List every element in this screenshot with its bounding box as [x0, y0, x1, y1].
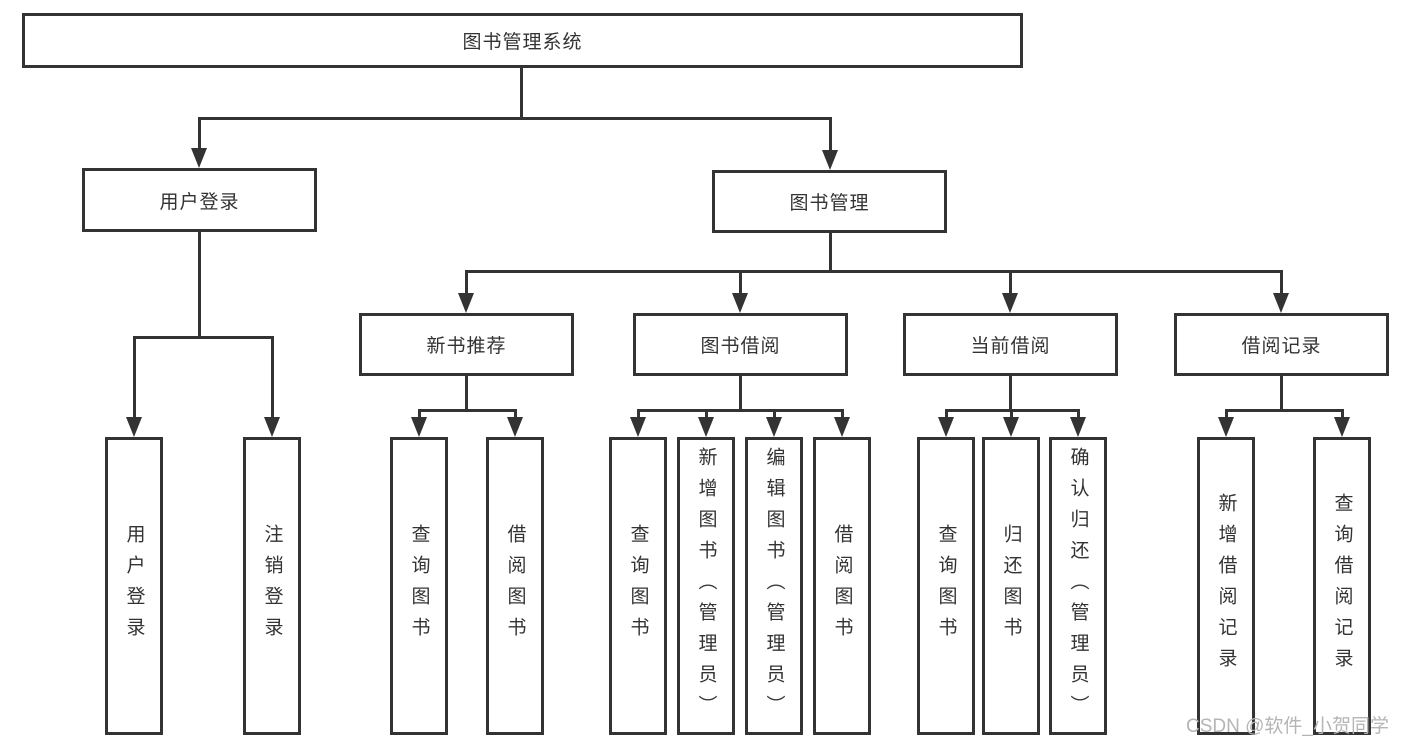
- arrow-nbr-query-shaft: [418, 409, 421, 421]
- arrow-leaf-logout-shaft: [271, 336, 274, 421]
- arrow-bb-borrow-head: [834, 417, 850, 437]
- leaf-nbr-borrow-books: 借阅图书: [486, 437, 544, 735]
- arrow-cb-return-shaft: [1010, 409, 1013, 421]
- connector-book-borrowing-hline: [637, 409, 844, 412]
- node-new-book-recommend: 新书推荐: [359, 313, 574, 376]
- arrow-nbr-borrow-shaft: [514, 409, 517, 421]
- node-borrowing-records-label: 借阅记录: [1241, 336, 1322, 357]
- arrow-br-query-head: [1334, 417, 1350, 437]
- connector-new-book-recommend-vline: [465, 376, 468, 412]
- connector-user-login-vline: [198, 232, 201, 339]
- arrow-cb-query-head: [938, 417, 954, 437]
- arrow-book-borrowing-head: [732, 293, 748, 313]
- leaf-bb-add-books-label: 新增图书（管理员）: [695, 446, 717, 726]
- arrow-book-borrowing-shaft: [739, 270, 742, 297]
- connector-user-login-hline: [133, 336, 274, 339]
- arrow-new-book-recommend-shaft: [465, 270, 468, 297]
- arrow-cb-query-shaft: [945, 409, 948, 421]
- node-borrowing-records: 借阅记录: [1174, 313, 1389, 376]
- node-root-label: 图书管理系统: [462, 32, 583, 53]
- leaf-bb-borrow-books: 借阅图书: [813, 437, 871, 735]
- arrow-user-login-shaft: [198, 117, 201, 152]
- leaf-bb-edit-books: 编辑图书（管理员）: [745, 437, 803, 735]
- connector-new-book-recommend-hline: [418, 409, 517, 412]
- connector-borrowing-records-hline: [1225, 409, 1344, 412]
- leaf-br-add-record-label: 新增借阅记录: [1215, 493, 1237, 679]
- connector-level2-hline: [198, 117, 832, 120]
- node-current-borrowing: 当前借阅: [903, 313, 1118, 376]
- leaf-br-query-record-label: 查询借阅记录: [1331, 493, 1353, 679]
- node-book-borrowing-label: 图书借阅: [700, 336, 781, 357]
- leaf-cb-return-books: 归还图书: [982, 437, 1040, 735]
- arrow-bb-edit-head: [766, 417, 782, 437]
- arrow-borrowing-records-shaft: [1280, 270, 1283, 297]
- leaf-user-login: 用户登录: [105, 437, 163, 735]
- leaf-cb-confirm-return: 确认归还（管理员）: [1049, 437, 1107, 735]
- node-user-login-label: 用户登录: [159, 191, 240, 213]
- arrow-current-borrowing-shaft: [1009, 270, 1012, 297]
- arrow-nbr-query-head: [411, 417, 427, 437]
- leaf-cb-confirm-return-label: 确认归还（管理员）: [1067, 446, 1089, 726]
- arrow-leaf-user-login-shaft: [133, 336, 136, 421]
- arrow-br-add-head: [1218, 417, 1234, 437]
- leaf-bb-query-books-label: 查询图书: [627, 524, 649, 648]
- arrow-cb-confirm-shaft: [1077, 409, 1080, 421]
- leaf-cb-query-books-label: 查询图书: [935, 524, 957, 648]
- arrow-current-borrowing-head: [1002, 293, 1018, 313]
- arrow-leaf-logout-head: [264, 417, 280, 437]
- csdn-watermark: CSDN @软件_小贺同学: [1186, 716, 1389, 737]
- node-root: 图书管理系统: [22, 13, 1023, 68]
- arrow-bb-query-shaft: [637, 409, 640, 421]
- connector-level3-hline: [465, 270, 1283, 273]
- arrow-bb-borrow-shaft: [841, 409, 844, 421]
- node-book-borrowing: 图书借阅: [633, 313, 848, 376]
- leaf-nbr-borrow-books-label: 借阅图书: [504, 524, 526, 648]
- leaf-nbr-query-books: 查询图书: [390, 437, 448, 735]
- leaf-bb-query-books: 查询图书: [609, 437, 667, 735]
- arrow-user-login-head: [191, 148, 207, 168]
- connector-borrowing-records-vline: [1280, 376, 1283, 412]
- leaf-bb-edit-books-label: 编辑图书（管理员）: [763, 446, 785, 726]
- arrow-nbr-borrow-head: [507, 417, 523, 437]
- arrow-cb-return-head: [1003, 417, 1019, 437]
- arrow-bb-query-head: [630, 417, 646, 437]
- arrow-bb-edit-shaft: [773, 409, 776, 421]
- arrow-book-management-head: [822, 150, 838, 170]
- arrow-leaf-user-login-head: [126, 417, 142, 437]
- connector-book-borrowing-vline: [739, 376, 742, 412]
- connector-book-management-vline: [829, 233, 832, 273]
- node-user-login: 用户登录: [82, 168, 317, 232]
- arrow-br-add-shaft: [1225, 409, 1228, 421]
- arrow-book-management-shaft: [829, 117, 832, 154]
- leaf-logout-label: 注销登录: [261, 524, 283, 648]
- arrow-bb-add-shaft: [705, 409, 708, 421]
- arrow-new-book-recommend-head: [458, 293, 474, 313]
- arrow-br-query-shaft: [1341, 409, 1344, 421]
- arrow-bb-add-head: [698, 417, 714, 437]
- leaf-br-query-record: 查询借阅记录: [1313, 437, 1371, 735]
- leaf-nbr-query-books-label: 查询图书: [408, 524, 430, 648]
- leaf-user-login-label: 用户登录: [123, 524, 145, 648]
- leaf-cb-return-books-label: 归还图书: [1000, 524, 1022, 648]
- arrow-borrowing-records-head: [1273, 293, 1289, 313]
- node-new-book-recommend-label: 新书推荐: [426, 336, 507, 357]
- node-book-management-label: 图书管理: [789, 193, 870, 214]
- leaf-cb-query-books: 查询图书: [917, 437, 975, 735]
- node-current-borrowing-label: 当前借阅: [970, 336, 1051, 357]
- arrow-cb-confirm-head: [1070, 417, 1086, 437]
- connector-root-vline: [520, 68, 523, 117]
- leaf-logout: 注销登录: [243, 437, 301, 735]
- leaf-bb-add-books: 新增图书（管理员）: [677, 437, 735, 735]
- leaf-br-add-record: 新增借阅记录: [1197, 437, 1255, 735]
- node-book-management: 图书管理: [712, 170, 947, 233]
- leaf-bb-borrow-books-label: 借阅图书: [831, 524, 853, 648]
- connector-current-borrowing-vline: [1009, 376, 1012, 412]
